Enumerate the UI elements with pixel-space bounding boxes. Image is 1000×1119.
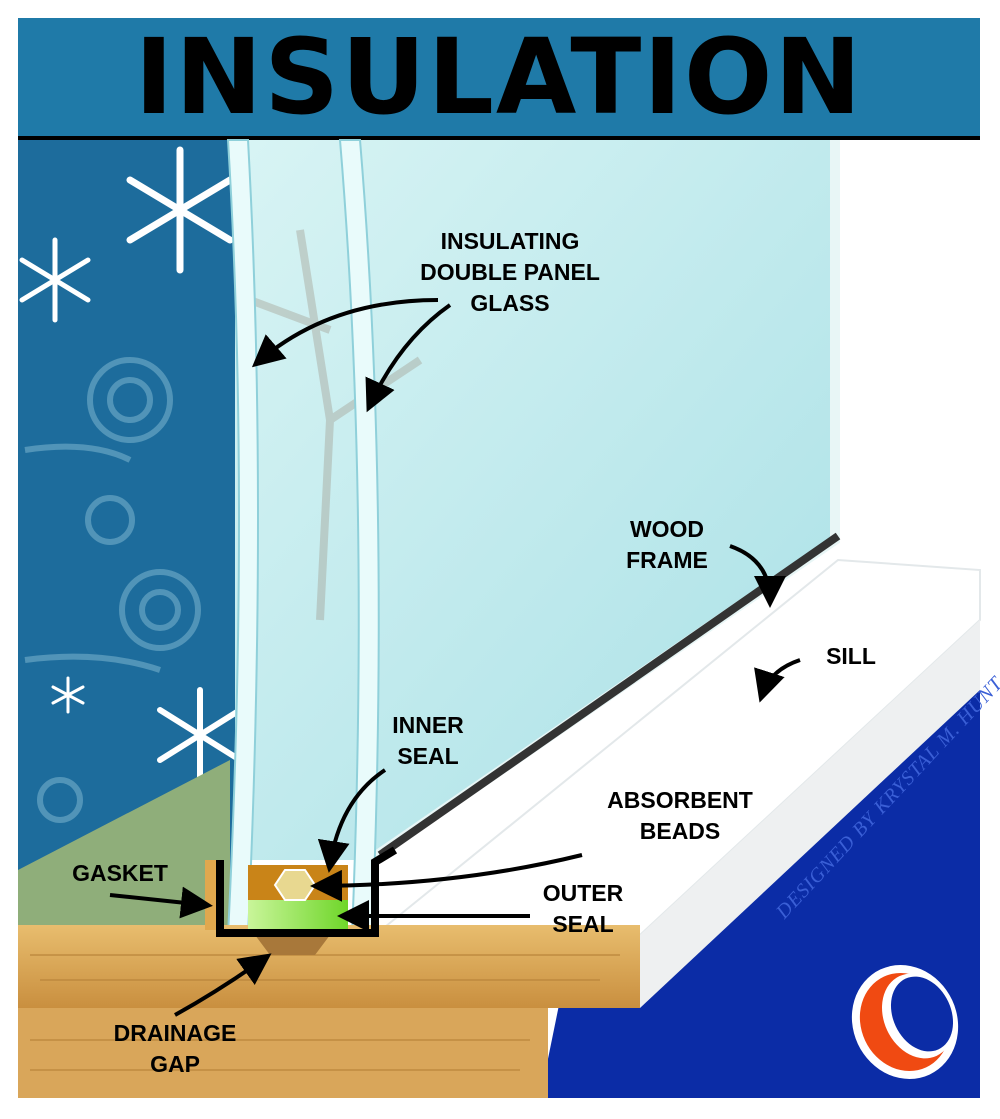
snowflake-icon	[19, 146, 243, 783]
label-inner-seal: INNER SEAL	[392, 710, 464, 772]
label-line: WOOD	[629, 516, 705, 542]
label-line: FRAME	[626, 547, 708, 573]
wood-grain	[30, 954, 620, 1071]
wood-board	[18, 925, 640, 1008]
drainage-gap	[255, 935, 330, 955]
ground	[18, 760, 230, 930]
sill-edge	[640, 620, 980, 1008]
label-line: BEADS	[639, 818, 721, 844]
label-line: INSULATING	[440, 228, 580, 254]
logo	[851, 965, 959, 1079]
label-line: SEAL	[397, 743, 459, 769]
title-divider	[18, 136, 980, 140]
label-line: DOUBLE PANEL	[420, 259, 600, 285]
label-absorbent-beads: ABSORBENT BEADS	[607, 785, 753, 847]
label-line: GLASS	[470, 290, 550, 316]
label-line: GAP	[150, 1051, 200, 1077]
page-title: INSULATION	[134, 16, 864, 138]
label-sill: SILL	[826, 641, 876, 672]
label-line: INNER	[392, 712, 464, 738]
label-drainage-gap: DRAINAGE GAP	[114, 1018, 237, 1080]
label-line: SILL	[826, 643, 876, 669]
title-bar	[18, 18, 980, 136]
outer-seal	[248, 900, 348, 930]
label-line: DRAINAGE	[113, 1020, 237, 1046]
wood-wall	[18, 1008, 548, 1098]
label-line: SEAL	[552, 911, 614, 937]
label-wood-frame: WOOD FRAME	[626, 514, 708, 576]
absorbent-beads	[273, 869, 317, 901]
glass-pane-area	[235, 140, 835, 860]
callout-arrows	[109, 298, 801, 1017]
label-line: ABSORBENT	[607, 787, 753, 813]
label-gasket: GASKET	[72, 858, 168, 889]
wind-swirls	[24, 357, 201, 823]
frame-channel	[216, 846, 398, 937]
label-line: GASKET	[72, 860, 168, 886]
label-outer-seal: OUTER SEAL	[543, 878, 624, 940]
label-insulating-glass: INSULATING DOUBLE PANEL GLASS	[420, 226, 600, 319]
label-line: OUTER	[542, 880, 624, 906]
